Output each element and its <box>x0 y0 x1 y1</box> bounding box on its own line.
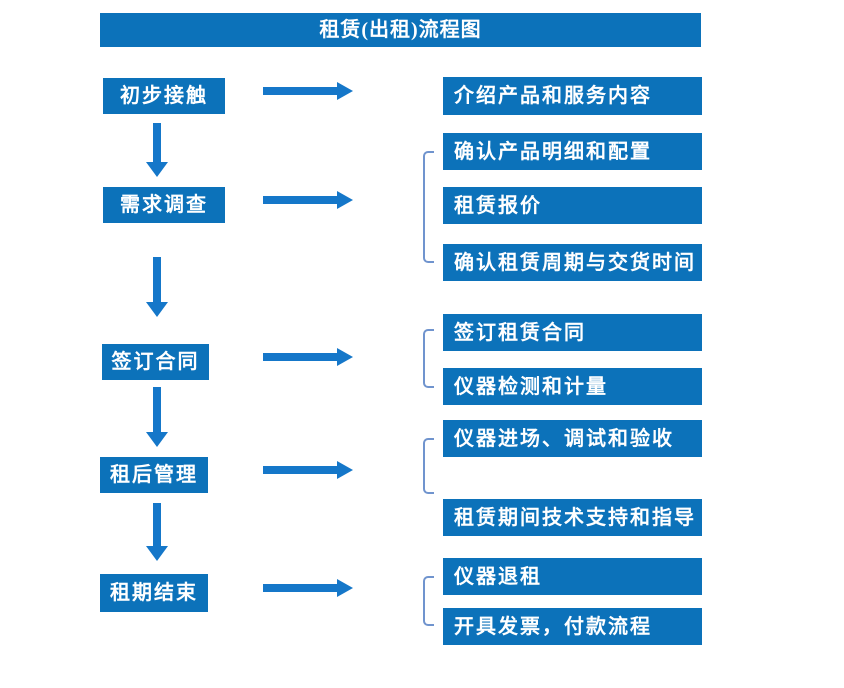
arrow-shaft <box>153 257 161 303</box>
arrow-shaft <box>263 87 339 95</box>
detail-box-rental-quotation: 租赁报价 <box>443 187 702 224</box>
right-arrow <box>263 348 353 366</box>
arrow-shaft <box>153 503 161 547</box>
detail-box-introduce-products: 介绍产品和服务内容 <box>443 77 702 115</box>
group-bracket <box>423 438 434 494</box>
arrow-head <box>337 461 353 479</box>
step-box-post-rental-management: 租后管理 <box>100 457 208 493</box>
down-arrow <box>146 387 168 447</box>
right-arrow <box>263 579 353 597</box>
arrow-head <box>146 546 168 561</box>
right-arrow <box>263 191 353 209</box>
detail-box-sign-rental-contract: 签订租赁合同 <box>443 314 702 351</box>
arrow-shaft <box>263 584 339 592</box>
right-arrow <box>263 461 353 479</box>
arrow-head <box>337 348 353 366</box>
group-bracket <box>423 576 434 626</box>
step-box-rental-end: 租期结束 <box>100 574 208 612</box>
step-box-sign-contract: 签订合同 <box>102 344 209 380</box>
arrow-shaft <box>263 196 339 204</box>
arrow-head <box>337 579 353 597</box>
detail-box-instrument-setup-acceptance: 仪器进场、调试和验收 <box>443 420 702 457</box>
detail-box-invoice-payment: 开具发票，付款流程 <box>443 608 702 645</box>
step-box-initial-contact: 初步接触 <box>103 78 225 114</box>
arrow-shaft <box>263 466 339 474</box>
detail-box-instrument-return: 仪器退租 <box>443 558 702 595</box>
right-arrow <box>263 82 353 100</box>
detail-box-confirm-product-details: 确认产品明细和配置 <box>443 133 702 170</box>
down-arrow <box>146 503 168 561</box>
down-arrow <box>146 123 168 177</box>
arrow-head <box>146 432 168 447</box>
down-arrow <box>146 257 168 317</box>
arrow-shaft <box>153 387 161 433</box>
arrow-shaft <box>153 123 161 163</box>
arrow-head <box>337 82 353 100</box>
detail-box-rental-tech-support: 租赁期间技术支持和指导 <box>443 499 702 536</box>
detail-box-instrument-testing-measurement: 仪器检测和计量 <box>443 368 702 405</box>
group-bracket <box>423 151 434 263</box>
arrow-head <box>337 191 353 209</box>
page-title: 租赁(出租)流程图 <box>100 13 701 47</box>
arrow-shaft <box>263 353 339 361</box>
arrow-head <box>146 162 168 177</box>
arrow-head <box>146 302 168 317</box>
detail-box-confirm-rental-period-delivery: 确认租赁周期与交货时间 <box>443 244 702 281</box>
group-bracket <box>423 329 434 388</box>
step-box-demand-survey: 需求调查 <box>103 187 225 223</box>
